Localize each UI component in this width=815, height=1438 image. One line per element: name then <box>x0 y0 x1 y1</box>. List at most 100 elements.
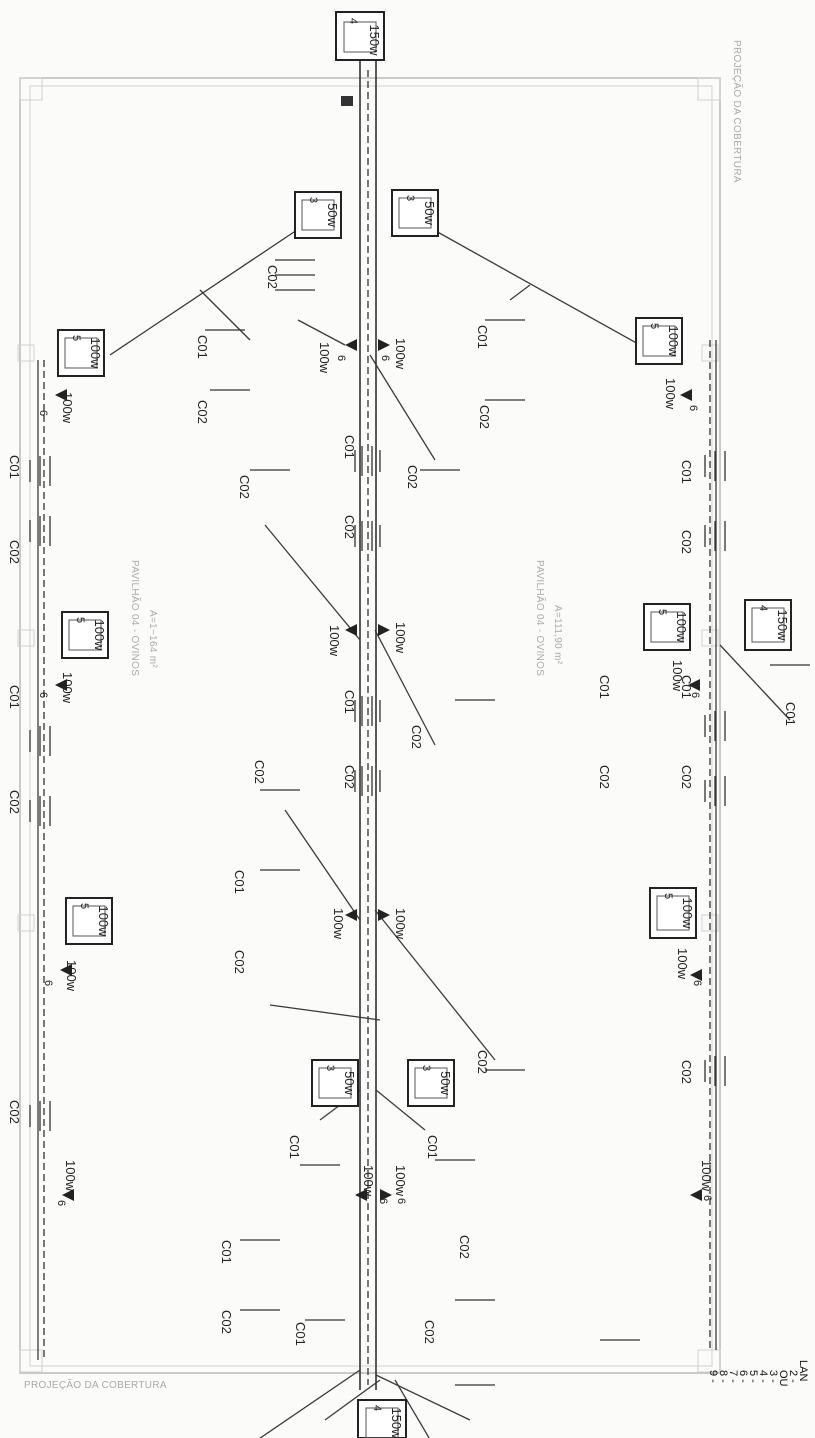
svg-text:6: 6 <box>701 1195 713 1201</box>
svg-text:C01: C01 <box>679 675 694 699</box>
svg-text:6: 6 <box>687 405 699 411</box>
svg-text:100w: 100w <box>317 342 332 374</box>
svg-text:C01: C01 <box>232 870 247 894</box>
svg-text:C02: C02 <box>679 1060 694 1084</box>
fixture-150w-right: 150w 4 <box>744 599 792 651</box>
legend-line-2: OU <box>777 1370 789 1387</box>
room-right-name: PAVILHÃO 04 - OVINOS <box>534 560 547 676</box>
fixture-100w-left-2: 100w 5 <box>61 611 109 659</box>
circuit-labels: C02 C01 C02 C02 C01 C02 C01 C02 C02 C01 … <box>7 265 798 1346</box>
svg-text:C02: C02 <box>232 950 247 974</box>
svg-text:C02: C02 <box>679 530 694 554</box>
svg-text:C01: C01 <box>475 325 490 349</box>
svg-text:50w: 50w <box>422 201 437 225</box>
fixture-150w-bottom: 150w 4 <box>357 1399 407 1438</box>
svg-text:100w: 100w <box>331 908 346 940</box>
fixture-100w-right-3: 100w 5 <box>649 887 697 939</box>
svg-text:5: 5 <box>74 617 86 623</box>
main-conduit <box>341 60 377 1390</box>
legend-line-8: 8 - <box>717 1370 729 1383</box>
svg-text:C02: C02 <box>252 760 267 784</box>
svg-text:100w: 100w <box>60 392 75 424</box>
fixture-50w-left-top: 50w 3 <box>294 191 342 239</box>
svg-text:C01: C01 <box>7 685 22 709</box>
svg-text:6: 6 <box>377 1198 389 1204</box>
svg-text:C01: C01 <box>597 675 612 699</box>
svg-text:C02: C02 <box>597 765 612 789</box>
svg-text:100w: 100w <box>60 672 75 704</box>
svg-text:C01: C01 <box>7 455 22 479</box>
lamp-numbers: 6 6 6 6 6 6 6 6 6 6 6 6 <box>37 355 713 1206</box>
svg-text:6: 6 <box>689 692 701 698</box>
svg-text:100w: 100w <box>96 905 111 937</box>
svg-text:100w: 100w <box>393 1165 408 1197</box>
svg-text:150w: 150w <box>389 1407 404 1438</box>
svg-text:C01: C01 <box>293 1322 308 1346</box>
wall-lamp-labels: 100w 100w 100w 100w 100w 100w 100w 100w … <box>60 338 714 1197</box>
svg-text:C01: C01 <box>425 1135 440 1159</box>
svg-text:100w: 100w <box>327 625 342 657</box>
room-left-area: A=1~164 m² <box>147 610 158 668</box>
svg-text:C02: C02 <box>409 725 424 749</box>
svg-text:100w: 100w <box>393 622 408 654</box>
svg-text:5: 5 <box>78 903 90 909</box>
legend-line-1: 2 - <box>787 1370 799 1383</box>
svg-text:100w: 100w <box>63 1160 78 1192</box>
svg-text:100w: 100w <box>680 897 695 929</box>
svg-text:C02: C02 <box>422 1320 437 1344</box>
svg-text:50w: 50w <box>325 203 340 227</box>
fixture-50w-right-bottom: 50w 3 <box>407 1059 455 1107</box>
svg-text:6: 6 <box>395 1198 407 1204</box>
svg-text:3: 3 <box>420 1065 432 1071</box>
bottom-wall-note: PROJEÇÃO DA COBERTURA <box>24 1378 167 1391</box>
legend-line-4: 4 - <box>757 1370 769 1383</box>
svg-text:100w: 100w <box>670 660 685 692</box>
fixture-100w-left-1: 100w 5 <box>57 329 105 377</box>
svg-text:100w: 100w <box>674 611 689 643</box>
svg-text:4: 4 <box>347 18 359 24</box>
fixture-100w-right-1: 100w 5 <box>635 317 683 365</box>
svg-text:6: 6 <box>37 410 49 416</box>
svg-text:100w: 100w <box>361 1165 376 1197</box>
legend-line-0: LAN <box>797 1360 809 1381</box>
svg-text:50w: 50w <box>438 1071 453 1095</box>
svg-text:C01: C01 <box>219 1240 234 1264</box>
svg-text:3: 3 <box>324 1065 336 1071</box>
svg-text:6: 6 <box>55 1200 67 1206</box>
svg-text:100w: 100w <box>393 338 408 370</box>
svg-text:C01: C01 <box>342 435 357 459</box>
svg-text:100w: 100w <box>92 619 107 651</box>
svg-text:C02: C02 <box>342 765 357 789</box>
svg-text:6: 6 <box>37 692 49 698</box>
svg-text:C02: C02 <box>342 515 357 539</box>
legend-line-5: 5 - <box>747 1370 759 1383</box>
svg-text:C02: C02 <box>7 790 22 814</box>
room-left-name: PAVILHÃO 04 - OVINOS <box>129 560 142 676</box>
wall-lamps <box>55 339 702 1201</box>
svg-text:100w: 100w <box>675 948 690 980</box>
svg-text:C02: C02 <box>477 405 492 429</box>
fixture-100w-left-3: 100w 5 <box>65 897 113 945</box>
legend-line-7: 7 - <box>727 1370 739 1383</box>
svg-text:C02: C02 <box>475 1050 490 1074</box>
svg-text:100w: 100w <box>663 378 678 410</box>
svg-text:100w: 100w <box>699 1160 714 1192</box>
fixture-50w-right-top: 50w 3 <box>391 189 439 237</box>
side-conduits <box>37 340 717 1360</box>
svg-text:5: 5 <box>656 609 668 615</box>
svg-text:100w: 100w <box>88 337 103 369</box>
svg-text:C02: C02 <box>7 1100 22 1124</box>
svg-text:5: 5 <box>648 323 660 329</box>
svg-text:100w: 100w <box>666 325 681 357</box>
svg-text:150w: 150w <box>775 609 790 641</box>
svg-text:6: 6 <box>379 355 391 361</box>
svg-text:C02: C02 <box>7 540 22 564</box>
svg-text:6: 6 <box>691 980 703 986</box>
svg-text:150w: 150w <box>367 24 382 56</box>
legend-line-3: 3 - <box>767 1370 779 1383</box>
svg-text:3: 3 <box>307 197 319 203</box>
svg-text:C02: C02 <box>265 265 280 289</box>
top-wall-note: PROJEÇÃO DA COBERTURA <box>731 40 744 183</box>
svg-text:4: 4 <box>371 1405 383 1411</box>
svg-text:C01: C01 <box>783 702 798 726</box>
